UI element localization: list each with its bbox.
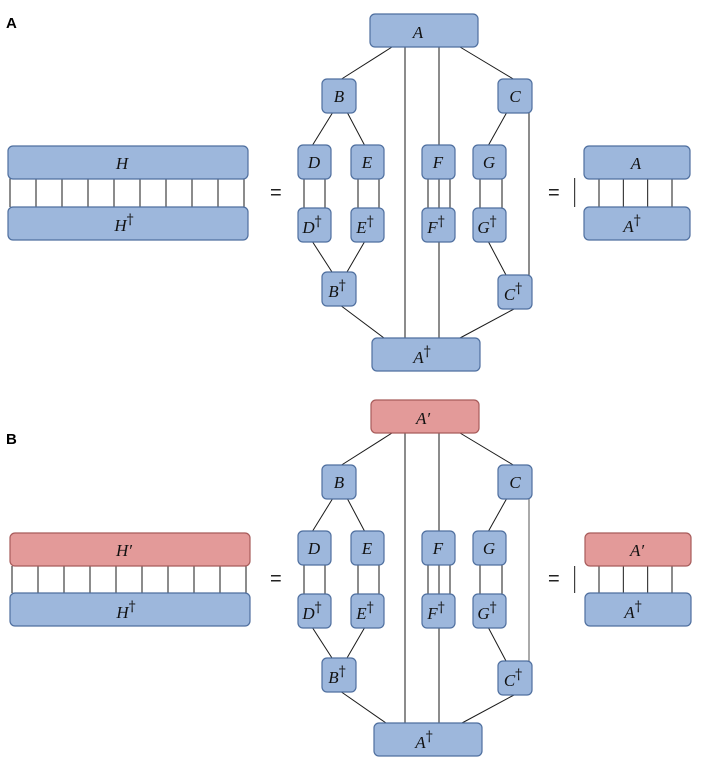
node-right-a-label: A: [630, 154, 642, 173]
node-g: [472, 144, 507, 180]
node-b: [321, 78, 357, 114]
node-d-dagger: [297, 207, 332, 243]
node-d-dagger-label: D†: [301, 214, 321, 237]
node-f: [421, 144, 456, 180]
panel-a-label: A: [6, 15, 17, 32]
equals-sign-1: =: [270, 568, 282, 590]
right-contraction: A′ A†: [574, 532, 692, 627]
node-a-prime-label: A′: [415, 409, 430, 428]
left-contraction: H H†: [7, 145, 249, 241]
node-e: [350, 530, 385, 566]
left-wires: [11, 566, 247, 593]
node-a-dagger-label: A†: [412, 344, 430, 367]
node-g-label: G: [483, 539, 495, 558]
node-h-dagger-label: H†: [113, 212, 133, 235]
node-right-a-prime-label: A′: [629, 541, 644, 560]
node-h-dagger: [9, 592, 251, 627]
node-g: [472, 530, 507, 566]
node-d-label: D: [307, 539, 321, 558]
node-right-a: [583, 145, 691, 180]
node-c-dagger-label: C†: [504, 667, 522, 690]
node-a: [369, 13, 479, 48]
node-g-dagger-label: G†: [477, 214, 496, 237]
node-e: [350, 144, 385, 180]
node-f-label: F: [432, 153, 444, 172]
node-c: [497, 464, 533, 500]
node-e-dagger: [350, 207, 385, 243]
node-b-dagger-label: B†: [328, 278, 345, 301]
node-d: [297, 144, 332, 180]
node-h-label: H: [115, 154, 130, 173]
panel-b: B H′ H† =: [6, 399, 692, 757]
center-network: A′ B C D E F G D† E† F† G† B† C†: [297, 399, 533, 757]
node-b-dagger: [321, 657, 357, 693]
node-c-dagger-label: C†: [504, 281, 522, 304]
right-wires: [574, 178, 673, 207]
node-e-label: E: [361, 539, 373, 558]
node-c-label: C: [509, 473, 521, 492]
node-h: [7, 145, 249, 180]
node-f-dagger-label: F†: [426, 214, 444, 237]
node-g-dagger: [472, 593, 507, 629]
node-e-label: E: [361, 153, 373, 172]
node-f-dagger: [421, 207, 456, 243]
left-contraction: H′ H†: [9, 532, 251, 627]
node-a-dagger: [373, 722, 483, 757]
node-a-dagger-label: A†: [414, 729, 432, 752]
node-d-dagger-label: D†: [301, 600, 321, 623]
node-e-dagger-label: E†: [355, 214, 373, 237]
node-f-label: F: [432, 539, 444, 558]
node-d-dagger: [297, 593, 332, 629]
node-f-dagger: [421, 593, 456, 629]
node-right-a-dagger-label: A†: [623, 599, 641, 622]
node-a-prime: [370, 399, 480, 434]
node-b: [321, 464, 357, 500]
node-e-dagger: [350, 593, 385, 629]
panel-a: A H H† =: [6, 13, 691, 372]
equals-sign-2: =: [548, 182, 560, 204]
node-b-dagger: [321, 271, 357, 307]
node-c-label: C: [509, 87, 521, 106]
node-g-label: G: [483, 153, 495, 172]
equals-sign-2: =: [548, 568, 560, 590]
center-network: A B C D E F G D† E† F† G† B† C†: [297, 13, 533, 372]
node-a-label: A: [412, 23, 424, 42]
node-g-dagger-label: G†: [477, 600, 496, 623]
node-h-dagger: [7, 206, 249, 241]
node-b-label: B: [334, 87, 345, 106]
center-wires: [303, 432, 530, 724]
node-a-dagger: [371, 337, 481, 372]
center-wires: [303, 46, 530, 340]
node-b-label: B: [334, 473, 345, 492]
node-c: [497, 78, 533, 114]
equals-sign-1: =: [270, 182, 282, 204]
node-h-dagger-label: H†: [115, 599, 135, 622]
node-g-dagger: [472, 207, 507, 243]
node-c-dagger: [497, 274, 533, 310]
left-wires: [9, 178, 245, 207]
panel-b-label: B: [6, 431, 17, 448]
node-h-prime-label: H′: [115, 541, 132, 560]
node-d: [297, 530, 332, 566]
node-b-dagger-label: B†: [328, 664, 345, 687]
node-f: [421, 530, 456, 566]
node-right-a-dagger: [584, 592, 692, 627]
node-right-a-prime: [584, 532, 692, 567]
right-contraction: A A†: [574, 145, 691, 241]
node-right-a-dagger: [583, 206, 691, 241]
node-right-a-dagger-label: A†: [622, 213, 640, 236]
node-e-dagger-label: E†: [355, 600, 373, 623]
right-wires: [574, 566, 673, 593]
node-f-dagger-label: F†: [426, 600, 444, 623]
node-c-dagger: [497, 660, 533, 696]
node-d-label: D: [307, 153, 321, 172]
node-h-prime: [9, 532, 251, 567]
